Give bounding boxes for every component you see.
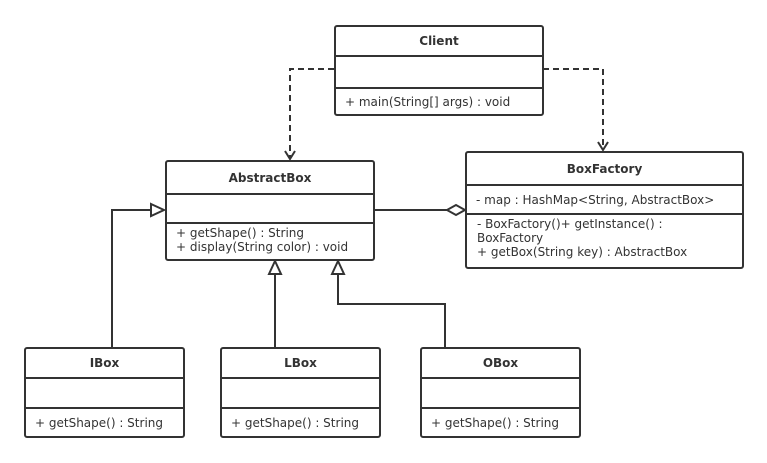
generalization-obox [337,274,446,347]
operation: + getShape() : String [35,416,163,430]
operation: + getShape() : String [431,416,559,430]
class-attributes [167,195,373,224]
class-boxfactory[interactable]: BoxFactory - map : HashMap<String, Abstr… [465,151,744,269]
generalization-triangle-icon [150,202,167,218]
class-abstractbox[interactable]: AbstractBox + getShape() : String + disp… [165,160,375,261]
operation: + getShape() : String [176,226,304,240]
class-ibox[interactable]: IBox + getShape() : String [24,347,185,438]
class-attributes [422,379,579,409]
dependency-arrowhead-icon [284,150,296,161]
dependency-client-abstractbox [289,68,334,158]
generalization-triangle-icon [267,258,283,275]
class-name: LBox [222,349,379,379]
class-name: IBox [26,349,183,379]
dependency-arrowhead-icon [597,141,609,152]
class-name: BoxFactory [467,153,742,186]
class-operations: + getShape() : String + display(String c… [167,224,373,259]
class-name: OBox [422,349,579,379]
class-attributes [26,379,183,409]
operation: + getBox(String key) : AbstractBox [477,245,688,259]
class-operations: + getShape() : String [222,409,379,436]
class-operations: + main(String[] args) : void [336,89,542,114]
class-name: AbstractBox [167,162,373,195]
class-attributes [222,379,379,409]
class-operations: + getShape() : String [26,409,183,436]
generalization-triangle-icon [330,258,346,275]
operation: + getShape() : String [231,416,359,430]
operation: + main(String[] args) : void [345,95,511,109]
attribute: - map : HashMap<String, AbstractBox> [476,192,715,207]
class-attributes [336,57,542,89]
operation: - BoxFactory()+ getInstance() : [477,217,663,231]
class-operations: + getShape() : String [422,409,579,436]
class-client[interactable]: Client + main(String[] args) : void [334,25,544,116]
class-obox[interactable]: OBox + getShape() : String [420,347,581,438]
class-operations: - BoxFactory()+ getInstance() : BoxFacto… [467,215,742,267]
operation: + display(String color) : void [176,240,349,254]
operation: BoxFactory [477,231,544,245]
generalization-ibox [111,209,151,347]
class-lbox[interactable]: LBox + getShape() : String [220,347,381,438]
class-name: Client [336,27,542,57]
aggregation-diamond-icon [444,203,468,217]
dependency-client-boxfactory [543,68,604,149]
class-attributes: - map : HashMap<String, AbstractBox> [467,186,742,215]
